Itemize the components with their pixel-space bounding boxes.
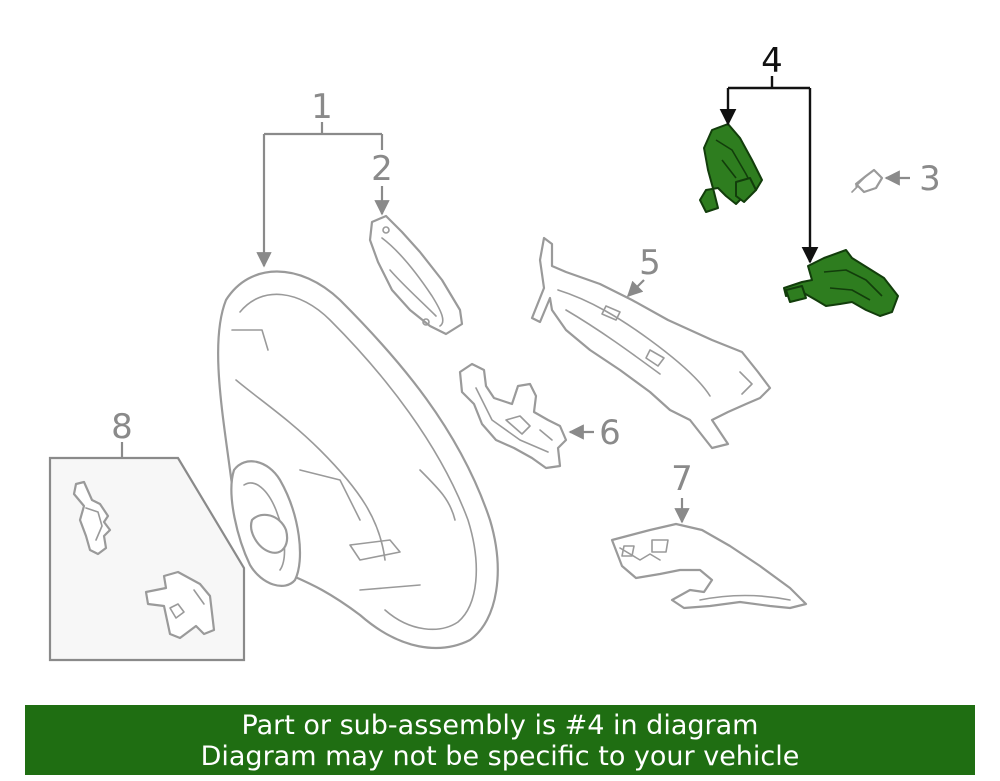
leader-5 xyxy=(626,279,645,298)
part-7-lower-trim xyxy=(610,522,808,610)
part-8-kit-box xyxy=(48,456,246,662)
part-1-steering-wheel xyxy=(217,270,499,650)
part-4-switch-left xyxy=(699,123,763,213)
leader-1 xyxy=(264,122,382,266)
part-4-switch-right xyxy=(783,249,899,317)
info-banner: Part or sub-assembly is #4 in diagram Di… xyxy=(25,705,975,775)
callout-7: 7 xyxy=(671,459,693,499)
part-2-switch-plate xyxy=(368,214,464,336)
callout-1: 1 xyxy=(311,87,333,127)
callout-3: 3 xyxy=(919,159,941,199)
part-8-bracket xyxy=(144,570,216,640)
part-3-screw xyxy=(851,168,884,194)
callout-5: 5 xyxy=(639,243,661,283)
callout-4: 4 xyxy=(761,41,783,81)
callout-8: 8 xyxy=(111,407,133,447)
callout-6: 6 xyxy=(599,413,621,453)
part-8-clip-small xyxy=(72,480,112,556)
part-5-cover xyxy=(530,236,772,450)
banner-line-1: Part or sub-assembly is #4 in diagram xyxy=(241,710,759,741)
part-6-bracket xyxy=(458,362,568,470)
banner-line-2: Diagram may not be specific to your vehi… xyxy=(200,741,800,772)
callout-2: 2 xyxy=(371,149,393,189)
